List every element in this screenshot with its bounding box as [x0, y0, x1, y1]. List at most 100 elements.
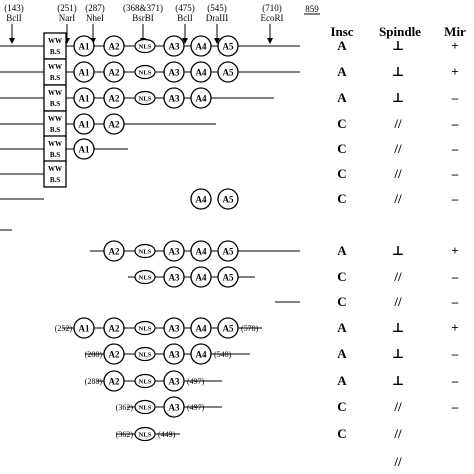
ankyrin-domain-a3 [163, 240, 185, 262]
insc-result: C [337, 269, 346, 284]
end-residue: (540) [214, 350, 232, 359]
domain-label: A5 [223, 273, 234, 283]
site-position: (251) [57, 3, 77, 13]
mir-result: – [451, 191, 459, 206]
site-bsrb1: (368&371) BsrBI [123, 3, 163, 44]
domain-label: A1 [79, 145, 90, 155]
domain-label: A3 [169, 377, 180, 387]
end-residue: (578) [241, 324, 259, 333]
nls-label: NLS [139, 405, 152, 412]
spindle-result: // [393, 141, 402, 156]
ankyrin-domain-a4 [190, 35, 212, 57]
domain-label: A5 [223, 195, 234, 205]
domain-label: A2 [109, 42, 120, 52]
ankyrin-domain-a3 [163, 317, 185, 339]
insc-result: A [337, 320, 347, 335]
domain-label: A2 [109, 94, 120, 104]
nls-domain [134, 38, 156, 54]
domain-label: A4 [196, 42, 207, 52]
spindle-result: ⊥ [392, 243, 404, 258]
domain-label: A1 [79, 42, 90, 52]
insc-result: C [337, 399, 346, 414]
site-dra3: (545) DraIII [206, 3, 228, 44]
site-name: BclI [6, 13, 22, 23]
domain-label: A4 [196, 324, 207, 334]
construct-row: // [393, 454, 402, 469]
ankyrin-domain-a3 [163, 87, 185, 109]
spindle-result: ⊥ [392, 373, 404, 388]
domain-label: A3 [169, 350, 180, 360]
site-name: BsrBI [132, 13, 154, 23]
spindle-result: // [393, 191, 402, 206]
ankyrin-domain-a5 [217, 35, 239, 57]
site-name: BclI [177, 13, 193, 23]
bs-label: B.S [50, 176, 60, 184]
nls-domain [134, 373, 156, 389]
nls-domain [134, 426, 156, 442]
bs-label: B.S [50, 100, 60, 108]
insc-result: C [337, 166, 346, 181]
nls-domain [134, 269, 156, 285]
ankyrin-domain-a2 [103, 35, 125, 57]
insc-result: A [337, 243, 347, 258]
domain-label: A2 [109, 324, 120, 334]
mir-result: – [451, 90, 459, 105]
bs-label: B.S [50, 74, 60, 82]
nls-label: NLS [139, 379, 152, 386]
nls-domain [134, 399, 156, 415]
ankyrin-domain-a1 [73, 61, 95, 83]
domain-label: A2 [109, 68, 120, 78]
total-length: 859 [305, 4, 319, 14]
nls-label: NLS [139, 432, 152, 439]
ankyrin-domain-a1 [73, 35, 95, 57]
site-ecor1: (710) EcoRI [261, 3, 284, 44]
start-residue: (362) [116, 430, 134, 439]
site-name: EcoRI [261, 13, 284, 23]
domain-label: A5 [223, 68, 234, 78]
ankyrin-domain-a3 [163, 266, 185, 288]
nls-domain [134, 90, 156, 106]
ankyrin-domain-a5 [217, 188, 239, 210]
ankyrin-domain-a4 [190, 87, 212, 109]
ankyrin-domain-a4 [190, 188, 212, 210]
mir-result: – [451, 166, 459, 181]
spindle-result: ⊥ [392, 346, 404, 361]
domain-label: A3 [169, 273, 180, 283]
mir-result: + [451, 64, 458, 79]
mir-result: + [451, 243, 458, 258]
domain-label: A3 [169, 94, 180, 104]
end-residue: (449) [158, 430, 176, 439]
spindle-result: // [393, 294, 402, 309]
domain-label: A3 [169, 68, 180, 78]
insc-result: C [337, 116, 346, 131]
nls-label: NLS [139, 70, 152, 77]
insc-result: C [337, 426, 346, 441]
spindle-result: // [393, 426, 402, 441]
domain-label: A5 [223, 324, 234, 334]
ankyrin-domain-a2 [103, 317, 125, 339]
ankyrin-domain-a2 [103, 87, 125, 109]
mir-result: – [451, 269, 459, 284]
ankyrin-domain-a1 [73, 113, 95, 135]
ankyrin-domain-a4 [190, 240, 212, 262]
site-position: (368&371) [123, 3, 163, 13]
ankyrin-domain-a1 [73, 138, 95, 160]
spindle-result: ⊥ [392, 90, 404, 105]
ankyrin-domain-a2 [103, 61, 125, 83]
bs-label: B.S [50, 48, 60, 56]
insc-result: A [337, 346, 347, 361]
site-position: (287) [85, 3, 105, 13]
domain-label: A5 [223, 247, 234, 257]
site-bcl1-b: (475) BclI [175, 3, 195, 44]
ww-binding-site-box [43, 160, 67, 188]
ankyrin-domain-a3 [163, 396, 185, 418]
